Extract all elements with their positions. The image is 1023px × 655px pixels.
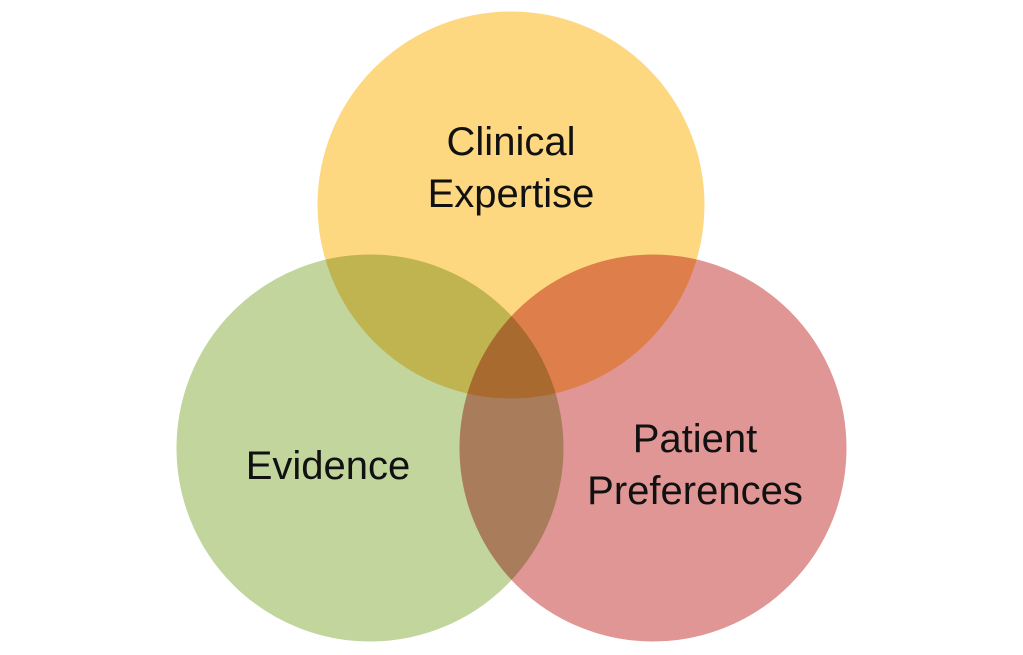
label-line: Preferences <box>587 469 803 513</box>
label-evidence: Evidence <box>246 440 411 492</box>
label-patient-preferences: Patient Preferences <box>587 413 803 517</box>
label-line: Evidence <box>245 444 411 488</box>
label-line: Expertise <box>427 172 595 216</box>
label-line: Clinical <box>446 120 576 164</box>
label-line: Patient <box>632 417 758 461</box>
circle-patient-preferences <box>456 251 850 645</box>
label-clinical-expertise: Clinical Expertise <box>428 116 595 220</box>
